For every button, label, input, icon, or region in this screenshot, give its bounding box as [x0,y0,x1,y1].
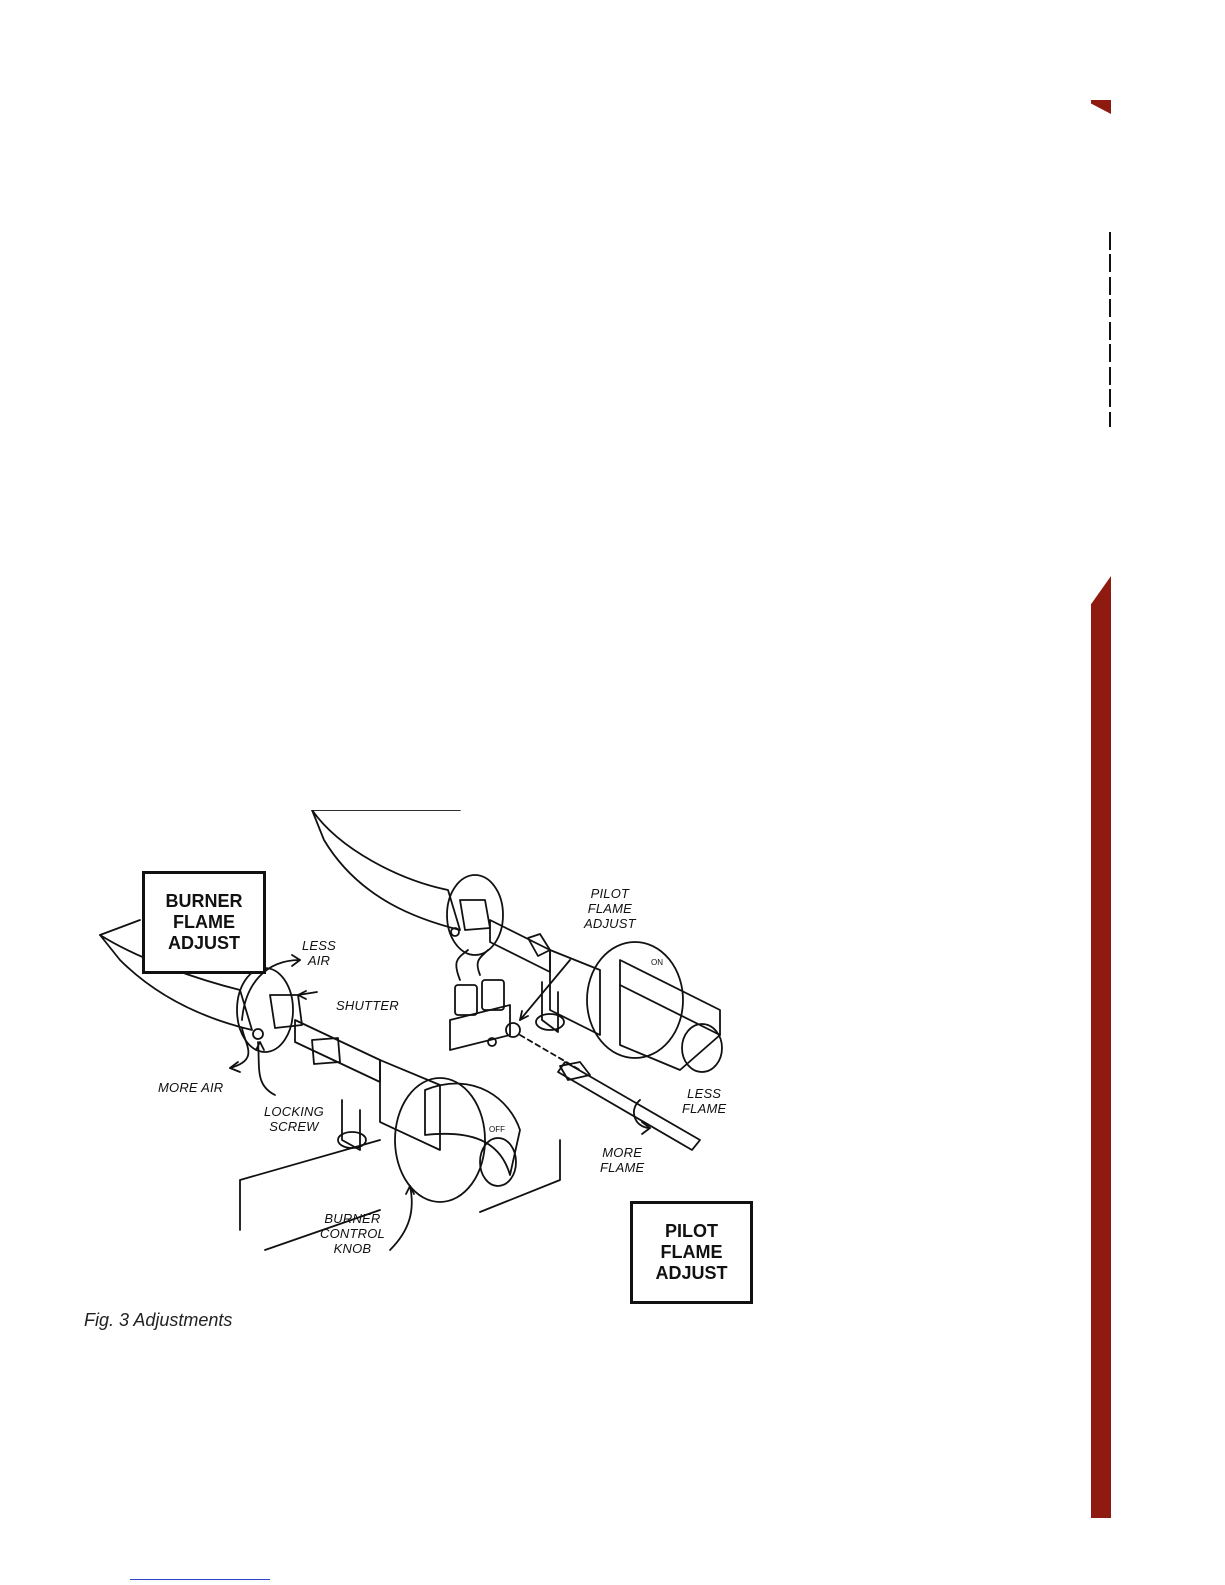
figure-caption: Fig. 3 Adjustments [84,1310,232,1331]
lower-pipe [295,1020,380,1082]
less-flame-label: LESS FLAME [682,1086,726,1116]
burner-flame-adjust-box: BURNER FLAME ADJUST [142,871,266,974]
lower-locking-screw-mark [253,1029,263,1039]
upper-knob-plate [587,942,683,1058]
pilot-flame-adjust-label: PILOT FLAME ADJUST [584,886,636,931]
pilot-adjust-screw [506,1023,520,1037]
upper-shutter-window [460,900,490,930]
page-edge-tab-bottom [1091,576,1111,1518]
footer-link-underline [130,1579,270,1580]
knob-off-text: OFF [489,1125,505,1134]
lower-knob-cap [480,1138,516,1186]
lower-valve-stem [342,1100,360,1150]
lower-knob-lines [480,1140,560,1212]
more-flame-label: MORE FLAME [600,1145,644,1175]
page-edge-mark [1109,232,1111,427]
pilot-nut-right [482,980,504,1010]
more-air-arrow [230,1028,248,1068]
knob-leader [390,1186,412,1250]
pilot-flame-adjust-box: PILOT FLAME ADJUST [630,1201,753,1304]
pilot-valve-block [450,1005,510,1050]
lower-shutter-window [270,995,302,1028]
locking-screw-label: LOCKING SCREW [264,1104,324,1134]
screwdriver [558,1062,700,1150]
lower-valve-body [380,1060,440,1150]
knob-on-text: ON [651,958,663,967]
shutter-label: SHUTTER [336,998,399,1013]
pilot-nut-left [455,985,477,1015]
upper-burner-tube [312,810,460,930]
upper-pipe [490,920,550,972]
screwdriver-tip [560,1062,590,1080]
less-air-label: LESS AIR [302,938,336,968]
lower-tube-edge [100,920,140,935]
upper-knob-cap [682,1024,722,1072]
burner-control-knob-label: BURNER CONTROL KNOB [320,1211,385,1256]
page-edge-tab-top [1091,100,1111,114]
more-air-label: MORE AIR [158,1080,223,1095]
upper-valve-base [536,1014,564,1030]
